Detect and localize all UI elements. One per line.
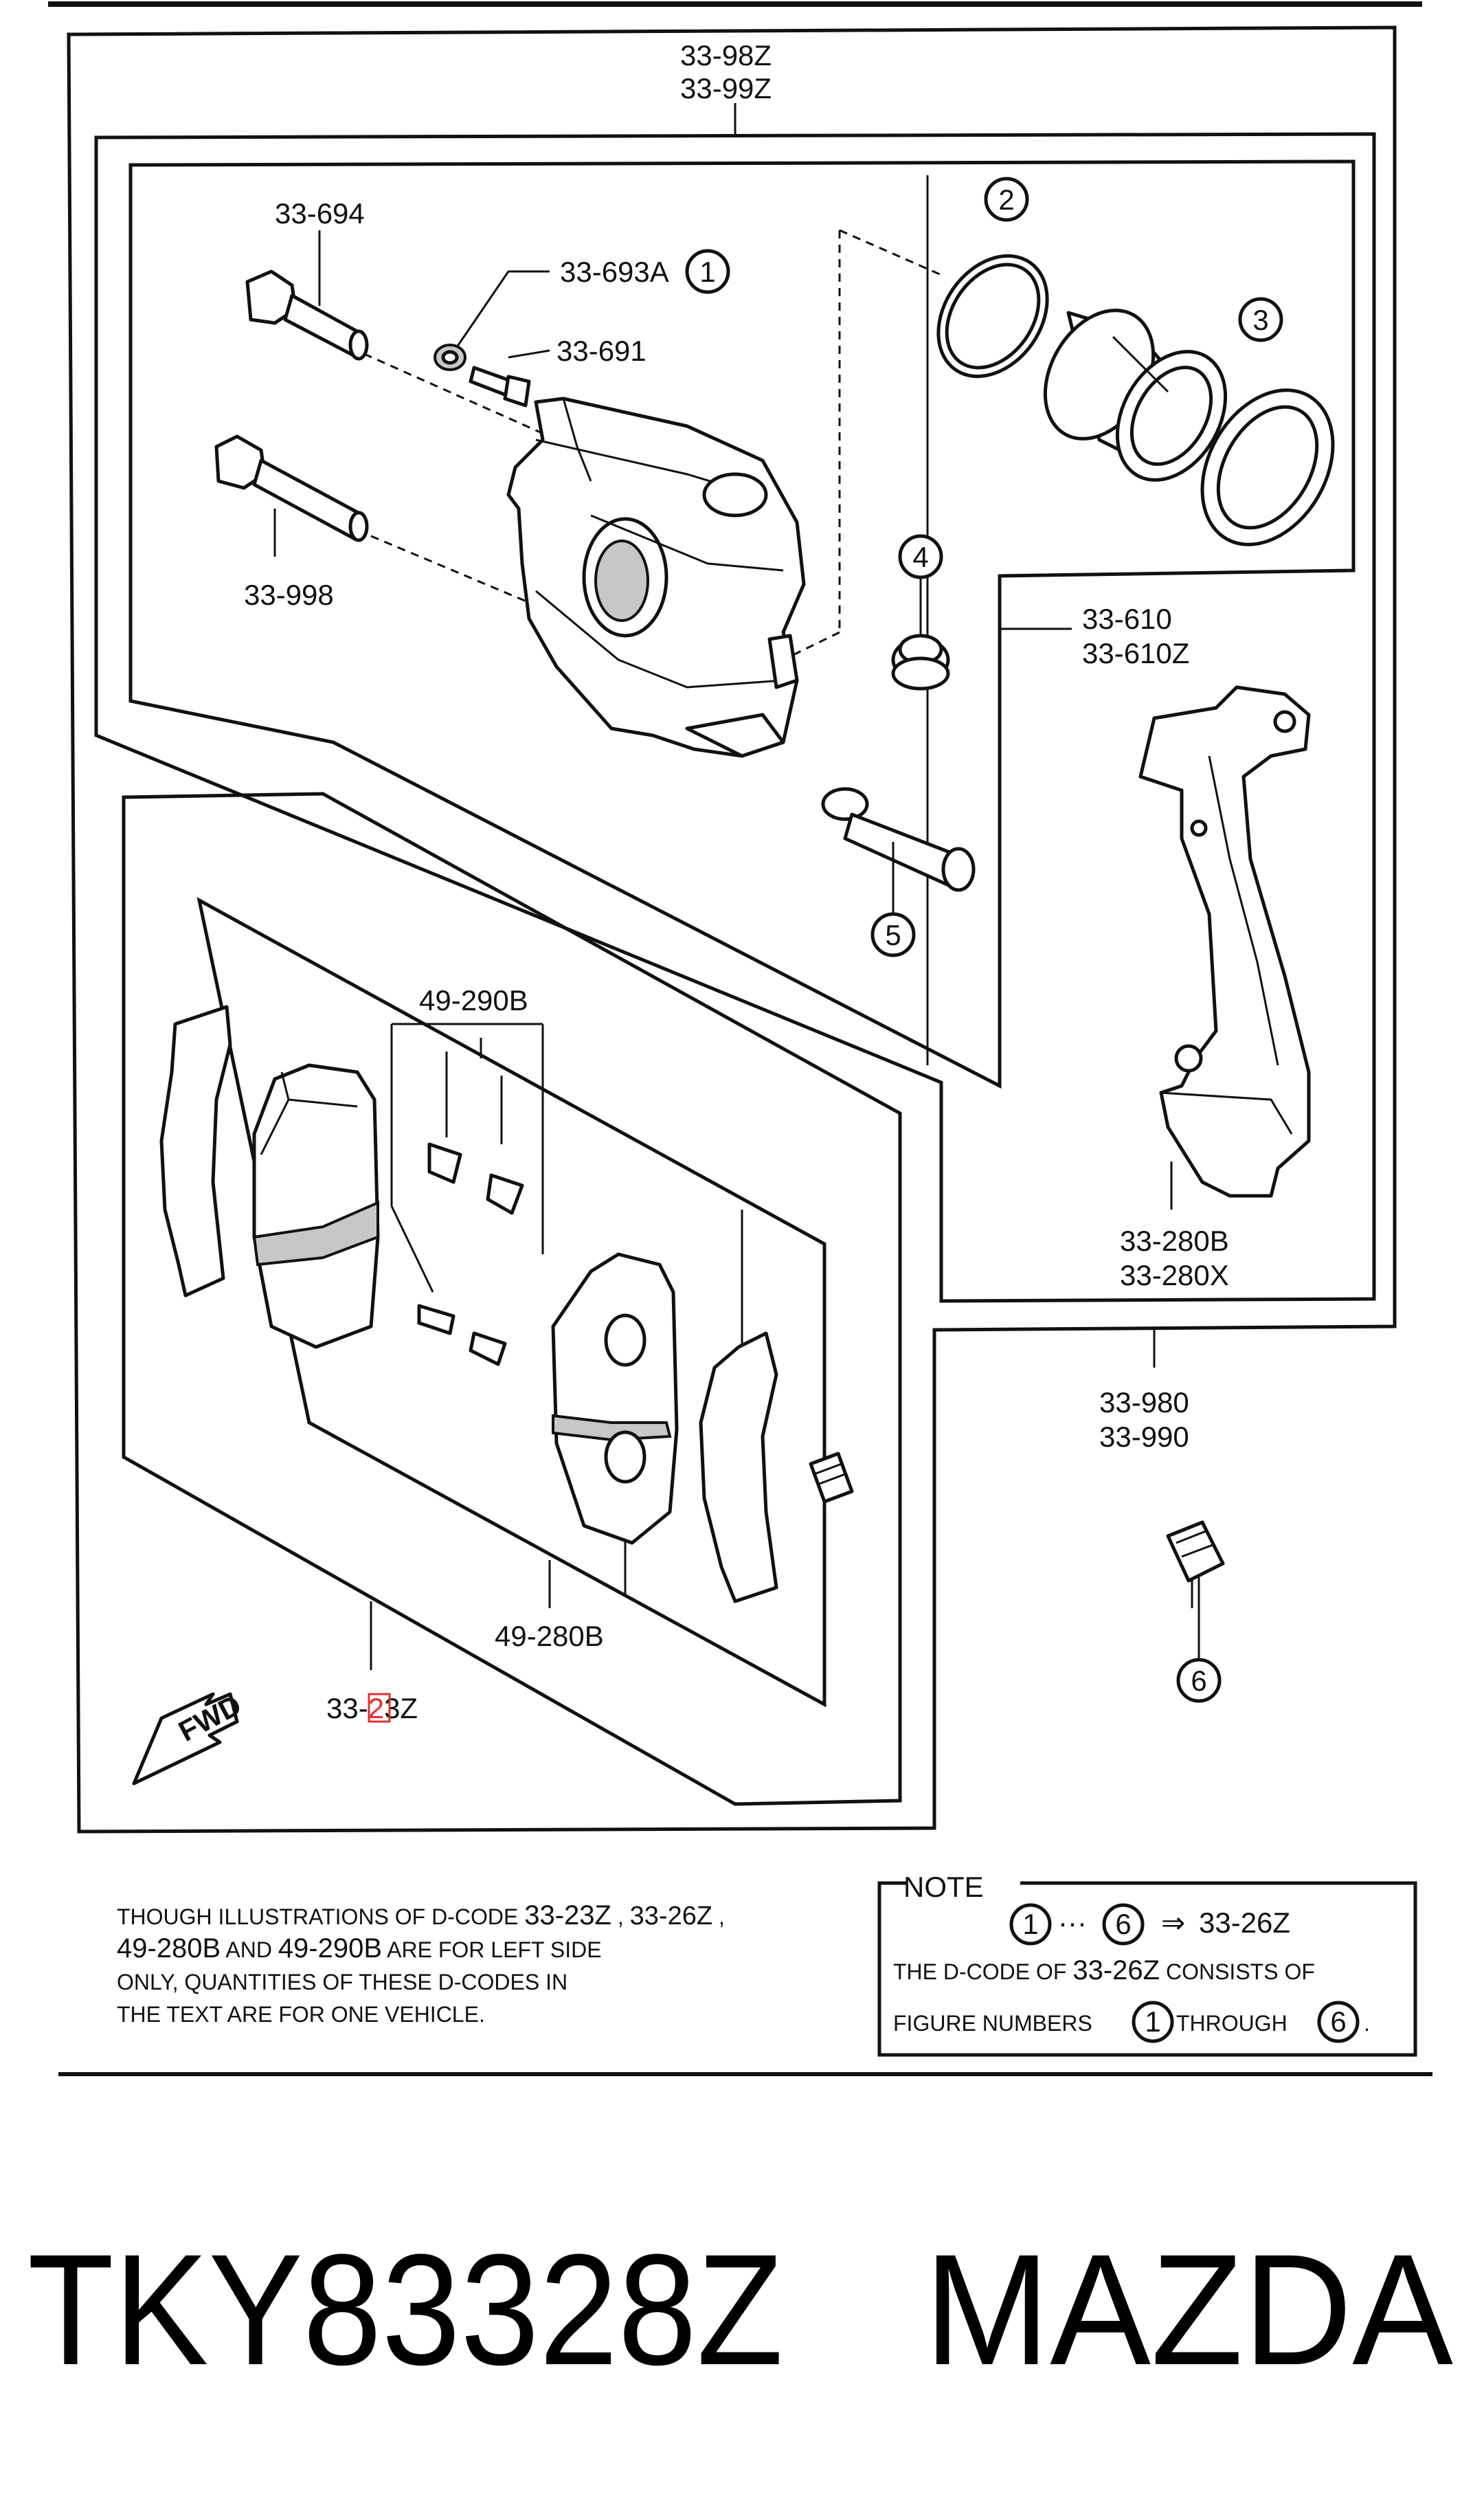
label-bracket-1: 33-610 [1082,603,1172,635]
footnote-line-2: 49-280B AND 49-290B ARE FOR LEFT SIDE [117,1933,602,1964]
guide-bolt-upper [245,269,369,361]
footnote: THOUGH ILLUSTRATIONS OF D-CODE 33-23Z , … [117,1900,725,2027]
footnote-1c: , [618,1904,624,1929]
bleeder-screw [469,366,531,408]
label-seal-code: 33-693A [560,256,669,288]
label-bleeder: 33-691 [556,335,647,367]
callout-5-num: 5 [885,919,901,951]
label-bracket-sub-2: 33-280X [1120,1259,1229,1291]
label-bolt-lower: 33-998 [244,579,334,611]
outer-pad [252,1063,380,1349]
note-arrow: ⇒ [1161,1906,1185,1939]
note-range-sep: ··· [1058,1906,1087,1939]
footnote-2c: 49-290B [278,1933,382,1964]
footnote-line-1: THOUGH ILLUSTRATIONS OF D-CODE 33-23Z , … [117,1900,725,1931]
note-range-end: 6 [1115,1908,1131,1940]
footnote-line-3: ONLY, QUANTITIES OF THESE D-CODES IN [117,1970,567,1994]
piston-seal [936,254,1049,379]
callout-6: 6 [1176,1577,1222,1703]
grease-packet [1166,1520,1225,1583]
caliper-bracket [1138,685,1311,1198]
note-2c: CONSISTS OF [1166,1959,1315,1984]
callout-3: 3 [1238,297,1283,342]
note-line-3a: FIGURE NUMBERS [893,2011,1092,2036]
note-range-code: 33-26Z [1199,1906,1290,1939]
note-2a: THE D-CODE OF [893,1959,1066,1984]
frame-lines [67,25,1397,1834]
note-line-3c: . [1364,2011,1370,2036]
footnote-1d: 33-26Z [630,1902,712,1931]
footnote-2a: 49-280B [117,1933,221,1964]
footnote-1a: THOUGH ILLUSTRATIONS OF D-CODE [117,1904,518,1929]
bleeder-cap [434,344,466,371]
note-line-3-num-6: 6 [1330,2005,1346,2038]
footnote-1e: , [719,1904,725,1929]
inner-pad [551,1252,679,1545]
footnote-1b: 33-23Z [524,1900,611,1931]
highlight-box [368,1693,391,1723]
pad-kit-prefix: 33- [326,1692,368,1724]
label-pad-set: 49-280B [495,1620,604,1652]
callout-1-num: 1 [699,256,715,288]
label-bolt-upper: 33-694 [275,197,365,230]
pad-kit-highlight: 2 [368,1692,384,1724]
note-box: NOTE 1 ··· 6 ⇒ 33-26Z THE D-CODE OF 33-2… [877,1871,1417,2057]
callout-5: 5 [870,842,916,957]
brand-name: MAZDA [924,2221,1453,2398]
part-number: TKY83328Z [27,2221,783,2398]
pad-clips [417,1142,524,1366]
note-range-start: 1 [1022,1908,1038,1940]
footnote-2b: AND [225,1937,272,1962]
footnote-2d: ARE FOR LEFT SIDE [387,1937,601,1962]
label-assembly-1: 33-98Z [680,39,772,71]
assembly-dashes [363,229,942,661]
callout-1: 1 [685,249,730,294]
dust-boot [1200,388,1335,546]
callout-2: 2 [984,177,1029,222]
note-line-2: THE D-CODE OF 33-26Z CONSISTS OF [893,1955,1315,1985]
piston [1043,309,1228,482]
guide-pin [821,787,976,892]
callout-4: 4 [898,534,943,636]
label-grease-1: 33-980 [1099,1386,1189,1419]
note-title: NOTE [903,1871,984,1903]
label-assembly-2: 33-99Z [680,72,772,104]
footnote-line-4: THE TEXT ARE FOR ONE VEHICLE. [117,2002,485,2027]
callout-6-num: 6 [1191,1665,1206,1697]
note-line-3-num-1: 1 [1145,2005,1160,2038]
pin-boot [891,634,950,691]
fwd-arrow: FWD [132,1689,247,1786]
note-line-3b: THROUGH [1176,2011,1288,2036]
note-2b: 33-26Z [1072,1955,1160,1985]
guide-bolt-lower [214,434,369,542]
label-bracket-sub-1: 33-280B [1120,1225,1229,1257]
label-bracket-2: 33-610Z [1082,637,1189,669]
wear-indicator [809,1451,854,1504]
callout-2-num: 2 [998,183,1014,216]
callout-4-num: 4 [912,541,928,573]
label-shim-kit: 49-290B [419,984,528,1016]
label-grease-2: 33-990 [1099,1421,1189,1453]
outer-shim [159,1005,232,1298]
callout-3-num: 3 [1252,304,1268,336]
inner-shim [699,1331,778,1603]
caliper-body [506,397,806,758]
label-pad-kit: 33-23Z [326,1692,418,1724]
